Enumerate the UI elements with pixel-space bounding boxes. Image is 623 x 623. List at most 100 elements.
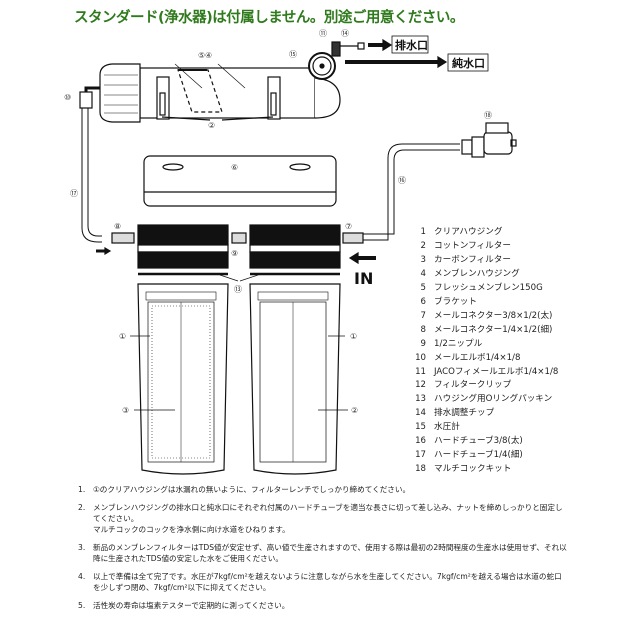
parts-list-item: 16 ハードチューブ3/8(太) (408, 435, 558, 449)
note-number: 5. (78, 601, 86, 610)
part-name: マルチコックキット (434, 464, 512, 475)
callout-5: ⑤ (198, 51, 205, 60)
part-number: 11 (415, 366, 426, 377)
parts-list-item: 2 コットンフィルター (408, 240, 558, 254)
note-item: 2. メンブレンハウジングの排水口と純水口にそれぞれ付属のハードチューブを適当な長… (78, 502, 568, 535)
callout-4: ④ (205, 51, 212, 60)
part-name: コットンフィルター (434, 240, 511, 251)
parts-list-item: 9 1/2ニップル (408, 338, 558, 352)
part-number: 16 (415, 436, 426, 447)
callout-1-right: ① (350, 332, 357, 341)
part-name: クリアハウジング (434, 227, 503, 237)
note-text: 新品のメンブレンフィルターはTDS値が安定せず、高い値で生産されますので、使用す… (93, 543, 567, 563)
parts-list-item: 10 メールエルボ1/4×1/8 (408, 352, 558, 366)
callout-14: ⑭ (341, 29, 349, 38)
callout-8: ⑧ (114, 222, 121, 231)
part-name: フィルタークリップ (434, 380, 512, 391)
parts-list-item: 18 マルチコックキット (408, 463, 558, 477)
filter-heads (137, 224, 341, 282)
leader-lines (130, 335, 348, 411)
part-name: 排水調整チップ (434, 408, 495, 419)
inlet-label: IN (354, 269, 373, 288)
part-number: 7 (420, 310, 426, 321)
part-number: 18 (415, 464, 426, 475)
callout-2: ② (351, 406, 358, 415)
note-number: 4. (78, 572, 86, 581)
part-number: 17 (415, 450, 426, 461)
callout-2-clip: ② (208, 121, 215, 130)
part-name: 1/2ニップル (434, 338, 483, 349)
note-text: ①のクリアハウジングは水漏れの無いように、フィルターレンチでしっかり締めてくださ… (93, 485, 411, 494)
pure-outlet-label: 純水口 (452, 56, 485, 70)
parts-list-item: 5 フレッシュメンブレン150G (408, 282, 558, 296)
part-name: 水圧計 (434, 422, 460, 433)
in-arrow-icon (348, 251, 376, 265)
callout-1-left: ① (119, 332, 126, 341)
part-number: 2 (420, 240, 426, 251)
parts-list-item: 4 メンブレンハウジング (408, 268, 558, 282)
note-text: メンブレンハウジングの排水口と純水口にそれぞれ付属のハードチューブを適当な長さに… (93, 503, 563, 523)
parts-list-item: 13 ハウジング用Oリングパッキン (408, 393, 558, 407)
note-number: 1. (78, 485, 86, 494)
hard-tube-3-8 (362, 143, 460, 241)
callout-11: ⑪ (319, 29, 327, 38)
parts-list-item: 1 クリアハウジング (408, 226, 558, 240)
parts-list-item: 11 JACOフィメールエルボ1/4×1/8 (408, 366, 558, 380)
callout-17: ⑰ (70, 189, 78, 198)
bracket (143, 155, 337, 207)
filter-clips (156, 76, 281, 121)
part-number: 5 (420, 282, 426, 293)
part-name: メンブレンハウジング (434, 268, 520, 279)
note-text: 活性炭の寿命は塩素テスターで定期的に測ってください。 (93, 601, 290, 610)
pressure-gauge (308, 41, 365, 80)
clear-housing-left (137, 283, 229, 475)
part-number: 13 (415, 394, 426, 405)
note-text: マルチコックのコックを浄水側に向け水道をひねります。 (93, 525, 290, 534)
callout-10: ⑩ (64, 93, 71, 102)
part-number: 9 (420, 338, 426, 349)
part-number: 12 (415, 380, 426, 391)
parts-list-item: 7 メールコネクター3/8×1/2(太) (408, 310, 558, 324)
part-name: JACOフィメールエルボ1/4×1/8 (434, 366, 559, 377)
callout-13: ⑬ (234, 285, 242, 294)
membrane-housing (99, 63, 341, 123)
membrane-filter-dashed (177, 69, 223, 113)
part-number: 3 (420, 254, 426, 265)
clear-housing-right (249, 283, 341, 475)
part-name: ハウジング用Oリングパッキン (434, 394, 553, 405)
part-name: メールコネクター1/4×1/2(細) (434, 324, 553, 335)
part-number: 1 (420, 227, 426, 237)
part-name: メールエルボ1/4×1/8 (434, 352, 521, 363)
note-item: 1. ①のクリアハウジングは水漏れの無いように、フィルターレンチでしっかり締めてく… (78, 484, 568, 495)
instruction-notes: 1. ①のクリアハウジングは水漏れの無いように、フィルターレンチでしっかり締めてく… (78, 484, 568, 618)
part-name: カーボンフィルター (434, 254, 511, 265)
part-number: 14 (415, 408, 426, 419)
note-item: 5. 活性炭の寿命は塩素テスターで定期的に測ってください。 (78, 600, 568, 611)
part-number: 10 (415, 352, 426, 363)
callout-7: ⑦ (345, 222, 352, 231)
part-number: 4 (420, 268, 426, 279)
hard-tube-1-4 (79, 86, 112, 256)
part-number: 8 (420, 324, 426, 335)
drain-outlet-label: 排水口 (395, 38, 428, 52)
parts-list-item: 8 メールコネクター1/4×1/2(細) (408, 324, 558, 338)
part-name: フレッシュメンブレン150G (434, 282, 543, 293)
part-name: メールコネクター3/8×1/2(太) (434, 310, 553, 321)
drain-arrow-icon (368, 38, 393, 52)
parts-list-item: 12 フィルタークリップ (408, 379, 558, 393)
note-number: 3. (78, 543, 86, 552)
multi-cock (461, 122, 517, 158)
part-name: ハードチューブ3/8(太) (434, 436, 523, 447)
parts-list-item: 3 カーボンフィルター (408, 254, 558, 268)
callout-18: ⑱ (484, 111, 492, 120)
callout-6: ⑥ (231, 163, 238, 172)
callout-15: ⑮ (289, 50, 297, 59)
note-item: 4.以上で準備は全て完了です。水圧が7kgf/cm²を越えないように注意しながら… (78, 571, 568, 593)
part-name: ブラケット (434, 296, 477, 307)
note-number: 2. (78, 503, 86, 512)
notice-title: スタンダード(浄水器)は付属しません。別途ご用意ください。 (74, 10, 464, 26)
connectors (111, 232, 364, 244)
